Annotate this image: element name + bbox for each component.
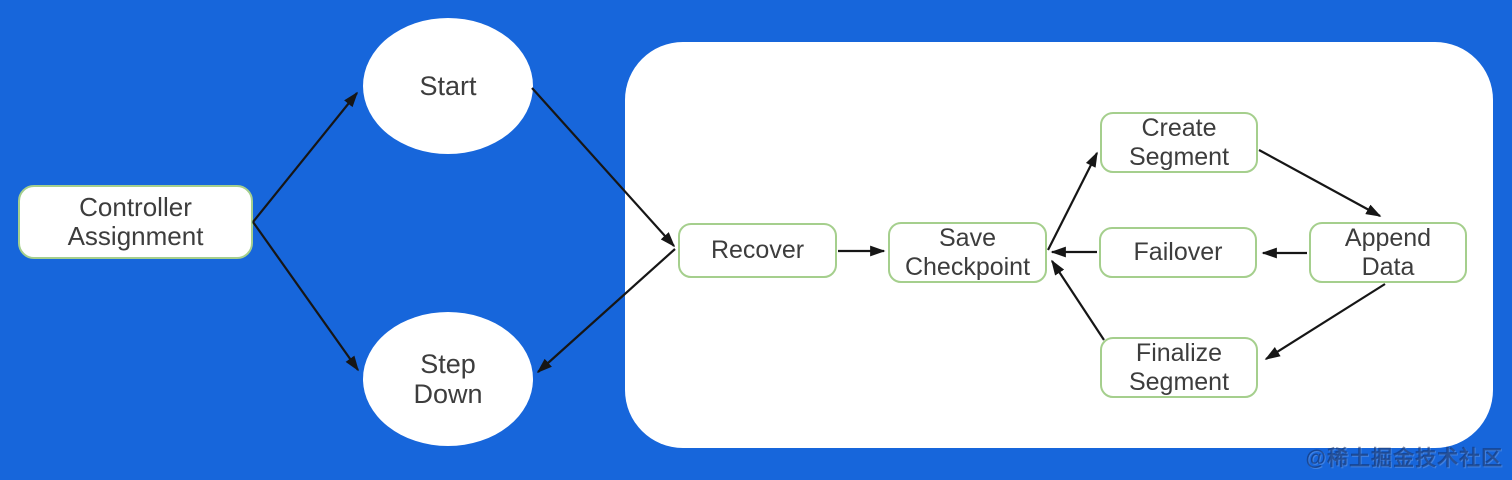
watermark: @稀土掘金技术社区: [1305, 447, 1503, 470]
edge-controller-to-stepdown: [252, 221, 359, 372]
node-step-down: Step Down: [363, 312, 533, 446]
node-recover: Recover: [678, 223, 837, 278]
node-save-checkpoint: Save Checkpoint: [888, 222, 1047, 283]
edge-controller-to-start: [252, 91, 358, 223]
node-start: Start: [363, 18, 533, 154]
node-finalize-segment: Finalize Segment: [1100, 337, 1258, 398]
node-controller-assignment: Controller Assignment: [18, 185, 253, 259]
node-append-data: Append Data: [1309, 222, 1467, 283]
node-create-segment: Create Segment: [1100, 112, 1258, 173]
node-failover: Failover: [1099, 227, 1257, 278]
